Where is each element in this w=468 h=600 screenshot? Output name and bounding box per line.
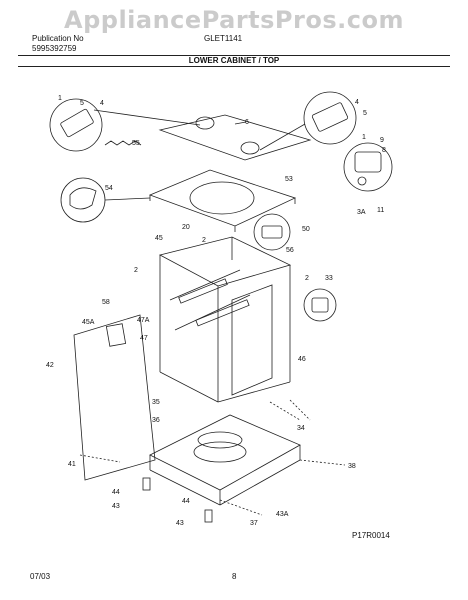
callout-55: 55: [132, 140, 140, 147]
callout-45: 45: [155, 235, 163, 242]
callout-6: 6: [245, 119, 249, 126]
base-ring: [197, 431, 243, 449]
callout-34: 34: [297, 425, 305, 432]
hinge-detail-left: [49, 98, 103, 152]
callout-4-right: 4: [355, 99, 359, 106]
callout-9: 9: [380, 137, 384, 144]
callout-38: 38: [348, 463, 356, 470]
top-panel-opening: [189, 181, 255, 215]
callout-43-bottom: 43: [176, 520, 184, 527]
callout-47: 47: [140, 335, 148, 342]
callout-43-left: 43: [112, 503, 120, 510]
leveling-leg-2: [204, 509, 213, 523]
callout-46: 46: [298, 356, 306, 363]
page-number: 8: [232, 572, 237, 581]
dispenser-part: [69, 187, 97, 210]
callout-2-top: 2: [202, 237, 206, 244]
hinge-part: [60, 108, 94, 138]
callout-1-right: 1: [362, 134, 366, 141]
callout-8: 8: [382, 147, 386, 154]
callout-33: 33: [325, 275, 333, 282]
publication-label: Publication No: [32, 34, 84, 43]
callout-53: 53: [285, 176, 293, 183]
watermark: AppliancePartsPros.com: [64, 6, 404, 34]
callout-47A: 47A: [137, 317, 150, 324]
front-panel-label: [105, 323, 127, 347]
callout-58: 58: [102, 299, 110, 306]
callout-11: 11: [377, 207, 384, 214]
switch-detail: [253, 213, 291, 251]
figure-code: P17R0014: [352, 531, 390, 540]
dispenser-detail: [60, 177, 106, 223]
callout-44-left: 44: [112, 489, 120, 496]
callout-43A: 43A: [276, 511, 289, 518]
side-panel: [231, 284, 273, 396]
lid-hinge-pin-2: [240, 141, 260, 155]
callout-42: 42: [46, 362, 54, 369]
callout-2-left: 2: [134, 267, 138, 274]
callout-54: 54: [105, 185, 113, 192]
callout-3A: 3A: [357, 209, 366, 216]
publication-number: 5995392759: [32, 44, 77, 53]
top-panel: [148, 169, 297, 227]
top-lid: [158, 114, 312, 161]
callout-56: 56: [286, 247, 294, 254]
callout-4: 4: [100, 100, 104, 107]
section-title: LOWER CABINET / TOP: [188, 56, 280, 65]
callout-2-right: 2: [305, 275, 309, 282]
callout-35: 35: [152, 399, 160, 406]
callout-41: 41: [68, 461, 76, 468]
bracket-detail: [303, 288, 337, 322]
callout-44-bottom: 44: [182, 498, 190, 505]
lid-switch-detail: [343, 142, 393, 192]
callout-45A: 45A: [82, 319, 95, 326]
footer-date: 07/03: [30, 572, 51, 581]
callout-5: 5: [80, 100, 84, 107]
callout-20: 20: [182, 224, 190, 231]
spring-55: [104, 140, 142, 146]
callout-5-right: 5: [363, 110, 367, 117]
callout-1: 1: [58, 95, 62, 102]
base-frame: [149, 414, 301, 491]
front-panel: [73, 314, 156, 481]
header-rule-bottom: [18, 66, 450, 67]
model-number: GLET1141: [204, 34, 243, 43]
leader-hinge-left: [93, 109, 201, 126]
leveling-leg-1: [142, 477, 151, 491]
callout-50: 50: [302, 226, 310, 233]
header-rule-top: [18, 55, 450, 56]
hinge-detail-right: [303, 91, 357, 145]
lid-hinge-pin: [195, 116, 215, 130]
callout-36: 36: [152, 417, 160, 424]
callout-37: 37: [250, 520, 258, 527]
